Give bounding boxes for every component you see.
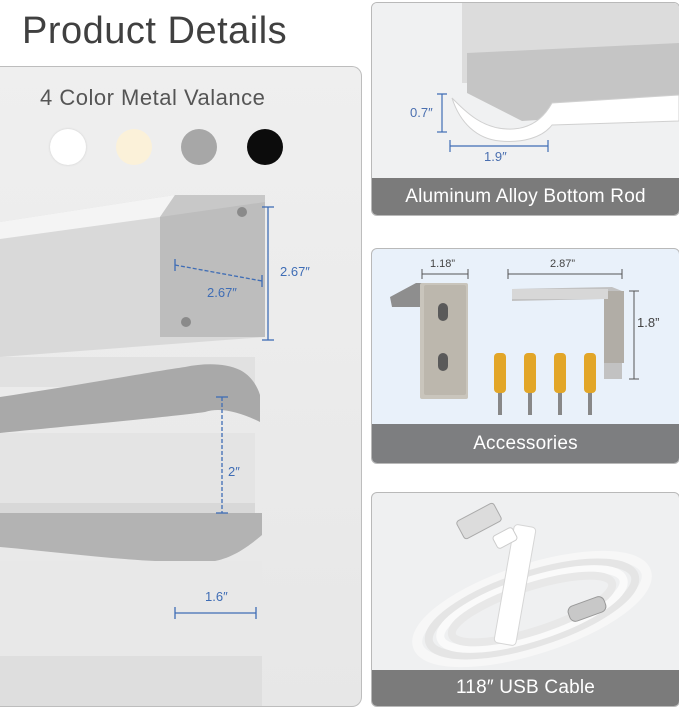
swatch-black bbox=[247, 129, 283, 165]
page-title: Product Details bbox=[22, 10, 288, 52]
valance-heading: 4 Color Metal Valance bbox=[40, 85, 266, 110]
bottom-rod-panel: 0.7″ 1.9″ Aluminum Alloy Bottom Rod bbox=[371, 2, 679, 216]
accessories-panel: 1.18” 2.87” 1.8” Accessories bbox=[371, 248, 679, 464]
rod-height-label: 0.7″ bbox=[410, 105, 433, 120]
usb-cable-panel: 118″ USB Cable bbox=[371, 492, 679, 707]
usb-cable-illustration bbox=[412, 502, 652, 668]
valance-illustration bbox=[0, 195, 274, 706]
clip-height-label: 1.8” bbox=[637, 315, 660, 330]
rod-width-label: 1.9″ bbox=[484, 149, 507, 164]
valance-height-label: 2.67″ bbox=[280, 264, 310, 279]
valance-depth-label: 2.67″ bbox=[207, 285, 237, 300]
clip-width-label: 2.87” bbox=[550, 258, 576, 270]
bracket-width-label: 1.18” bbox=[430, 258, 456, 270]
valance-panel: 4 Color Metal Valance 2.67″ 2.67″ bbox=[0, 66, 362, 707]
accessories-illustration bbox=[390, 269, 639, 415]
bottom-rod-caption: Aluminum Alloy Bottom Rod bbox=[372, 178, 679, 215]
vane-gap-label: 2″ bbox=[228, 464, 240, 479]
usb-cable-caption: 118″ USB Cable bbox=[372, 670, 679, 706]
accessories-caption: Accessories bbox=[372, 424, 679, 463]
swatch-gray bbox=[181, 129, 217, 165]
swatch-white bbox=[50, 129, 86, 165]
vane-depth-label: 1.6″ bbox=[205, 589, 228, 604]
swatch-cream bbox=[116, 129, 152, 165]
